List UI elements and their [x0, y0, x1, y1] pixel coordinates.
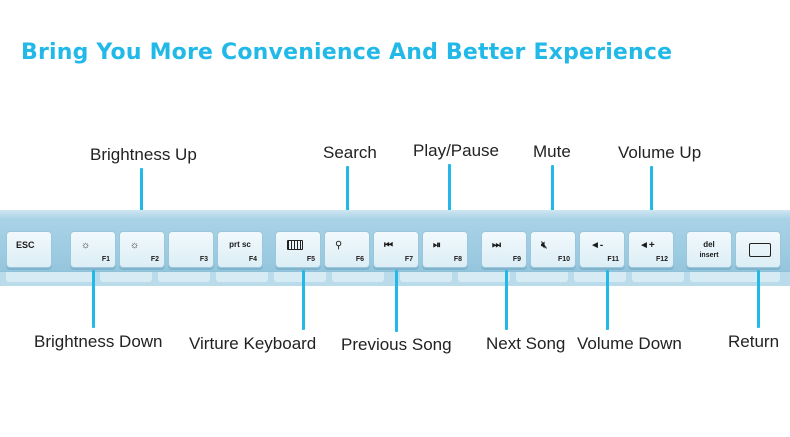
key-return[interactable]	[735, 231, 781, 268]
label-play-pause: Play/Pause	[413, 141, 499, 160]
key-f7-label: F7	[404, 256, 413, 263]
lower-key	[690, 272, 780, 282]
key-f6[interactable]: ⚲ F6	[324, 231, 370, 268]
line-brightness-down	[92, 270, 95, 328]
volume-up-icon: ◄+	[639, 240, 655, 251]
lower-key	[516, 272, 568, 282]
label-mute: Mute	[533, 142, 571, 161]
key-f1-label: F1	[101, 256, 110, 263]
return-icon	[749, 243, 771, 257]
label-search: Search	[323, 143, 377, 162]
line-mute	[551, 165, 554, 220]
label-volume-up: Volume Up	[618, 143, 702, 162]
brightness-down-icon: ☼	[81, 240, 91, 251]
label-previous-song: Previous Song	[341, 335, 452, 354]
lower-key	[632, 272, 684, 282]
key-del-label: del	[703, 240, 715, 249]
key-f12[interactable]: ◄+ F12	[628, 231, 674, 268]
key-f10-label: F10	[557, 256, 570, 263]
label-next-song: Next Song	[486, 334, 566, 353]
key-f7[interactable]: ⏮ F7	[373, 231, 419, 268]
label-virture-keyboard: Virture Keyboard	[189, 334, 317, 353]
line-search	[346, 166, 349, 220]
key-f9[interactable]: ⏭ F9	[481, 231, 527, 268]
next-track-icon: ⏭	[492, 240, 501, 251]
lower-key	[158, 272, 210, 282]
virtual-keyboard-icon	[287, 240, 303, 250]
lower-key	[574, 272, 626, 282]
line-play-pause	[448, 164, 451, 220]
previous-track-icon: ⏮	[384, 240, 393, 251]
key-f4[interactable]: prt sc F4	[217, 231, 263, 268]
line-previous-song	[395, 270, 398, 332]
line-volume-down	[606, 270, 609, 330]
key-f6-label: F6	[355, 256, 364, 263]
lower-key	[6, 272, 94, 282]
mute-icon: 🔇︎	[541, 240, 548, 251]
key-f9-label: F9	[512, 256, 521, 263]
key-f2[interactable]: ☼ F2	[119, 231, 165, 268]
lower-key	[458, 272, 510, 282]
headline: Bring You More Convenience And Better Ex…	[21, 40, 673, 65]
key-del-insert[interactable]: del insert	[686, 231, 732, 268]
key-f10[interactable]: 🔇︎ F10	[530, 231, 576, 268]
key-esc[interactable]: ESC	[6, 231, 52, 268]
label-brightness-down: Brightness Down	[34, 332, 163, 351]
key-insert-label: insert	[699, 252, 719, 259]
key-f12-label: F12	[655, 256, 668, 263]
line-virture-keyboard	[302, 270, 305, 330]
lower-key	[216, 272, 268, 282]
key-f4-top-label: prt sc	[229, 240, 251, 249]
key-f8[interactable]: ⏯ F8	[422, 231, 468, 268]
line-brightness-up	[140, 168, 143, 220]
key-f4-label: F4	[248, 256, 257, 263]
key-f2-label: F2	[150, 256, 159, 263]
lower-key	[100, 272, 152, 282]
line-return	[757, 270, 760, 328]
key-f11-label: F11	[607, 256, 619, 263]
key-f8-label: F8	[453, 256, 462, 263]
line-next-song	[505, 270, 508, 330]
search-icon: ⚲	[335, 240, 343, 251]
key-f11[interactable]: ◄- F11	[579, 231, 625, 268]
volume-down-icon: ◄-	[590, 240, 604, 251]
lower-key	[274, 272, 326, 282]
key-esc-label: ESC	[16, 240, 35, 250]
line-volume-up	[650, 166, 653, 220]
brightness-up-icon: ☼	[130, 240, 140, 251]
key-f5-label: F5	[306, 256, 315, 263]
key-f5[interactable]: F5	[275, 231, 321, 268]
key-f3-label: F3	[199, 256, 208, 263]
key-f3[interactable]: F3	[168, 231, 214, 268]
label-volume-down: Volume Down	[577, 334, 682, 353]
lower-key	[332, 272, 384, 282]
lower-key	[400, 272, 452, 282]
key-f1[interactable]: ☼ F1	[70, 231, 116, 268]
play-pause-icon: ⏯	[433, 240, 441, 251]
label-return: Return	[728, 332, 780, 351]
label-brightness-up: Brightness Up	[90, 145, 197, 164]
